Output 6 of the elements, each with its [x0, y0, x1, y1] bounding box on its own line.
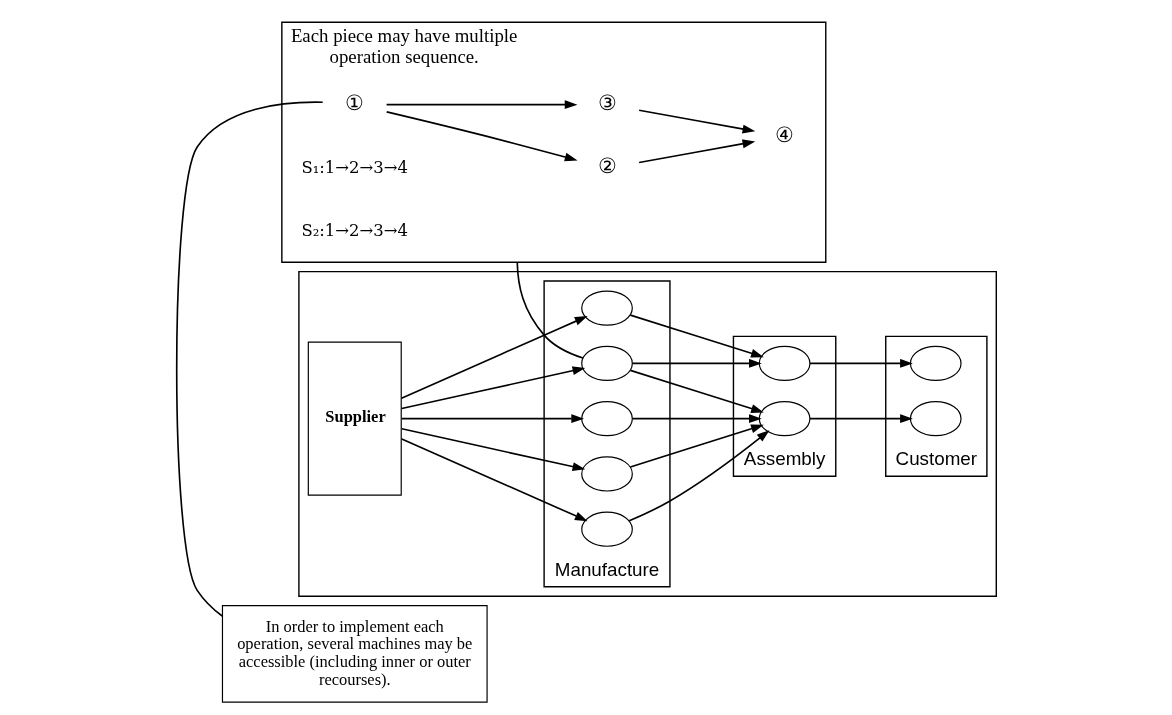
label: S₁:1→2→3→4: [300, 157, 408, 177]
node-text: ③: [597, 89, 617, 115]
label: S₂:1→2→3→4: [300, 221, 408, 241]
node-text: ②: [597, 153, 617, 179]
node-text: ①: [344, 89, 364, 115]
node-text: ④: [774, 121, 794, 147]
